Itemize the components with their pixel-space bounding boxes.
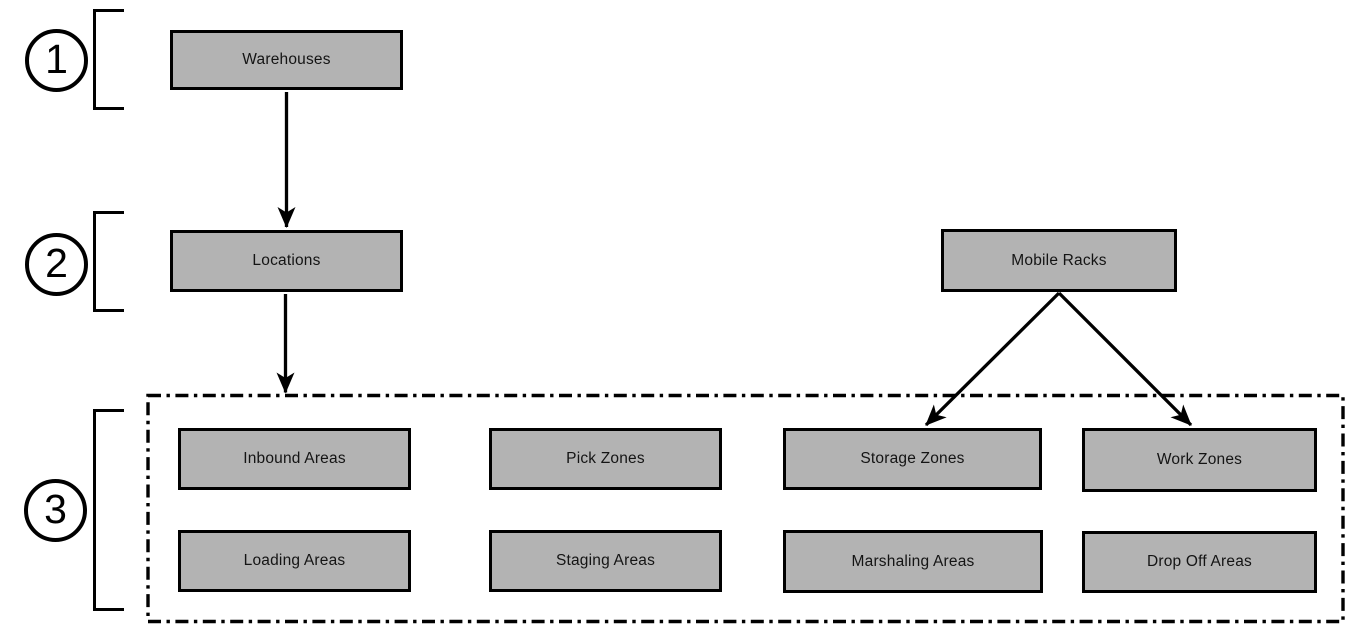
level-3-number: 3 (44, 486, 67, 532)
node-work-zones-label: Work Zones (1156, 451, 1243, 468)
node-warehouses: Warehouses (170, 30, 403, 90)
node-work-zones: Work Zones (1082, 428, 1317, 492)
node-marshaling-areas: Marshaling Areas (783, 530, 1043, 593)
node-storage-zones-label: Storage Zones (860, 450, 965, 467)
node-pick-zones-label: Pick Zones (566, 450, 645, 467)
node-storage-zones: Storage Zones (783, 428, 1042, 490)
node-loading-areas: Loading Areas (178, 530, 411, 592)
edge-mobile-racks-work-zones (1057, 291, 1193, 427)
level-2-badge: 2 (25, 233, 88, 296)
node-marshaling-areas-label: Marshaling Areas (851, 552, 975, 570)
level-1-badge: 1 (25, 29, 88, 92)
node-mobile-racks-label: Mobile Racks (1011, 251, 1107, 269)
edge-mobile-racks-storage-zones (924, 291, 1061, 427)
level-3-bracket (93, 409, 124, 611)
node-staging-areas-label: Staging Areas (555, 552, 656, 569)
level-1-bracket (93, 9, 124, 110)
node-drop-off-areas-label: Drop Off Areas (1146, 553, 1253, 570)
level-2-bracket (93, 211, 124, 312)
node-staging-areas: Staging Areas (489, 530, 722, 592)
node-inbound-areas-label: Inbound Areas (243, 450, 346, 467)
node-warehouses-label: Warehouses (242, 51, 331, 68)
node-locations-label: Locations (252, 252, 321, 269)
node-pick-zones: Pick Zones (489, 428, 722, 490)
node-loading-areas-label: Loading Areas (243, 552, 346, 569)
level-3-badge: 3 (24, 479, 87, 542)
node-inbound-areas: Inbound Areas (178, 428, 411, 490)
level-1-number: 1 (45, 36, 68, 82)
level-2-number: 2 (45, 240, 68, 286)
node-drop-off-areas: Drop Off Areas (1082, 531, 1317, 593)
node-locations: Locations (170, 230, 403, 292)
node-mobile-racks: Mobile Racks (941, 229, 1177, 292)
